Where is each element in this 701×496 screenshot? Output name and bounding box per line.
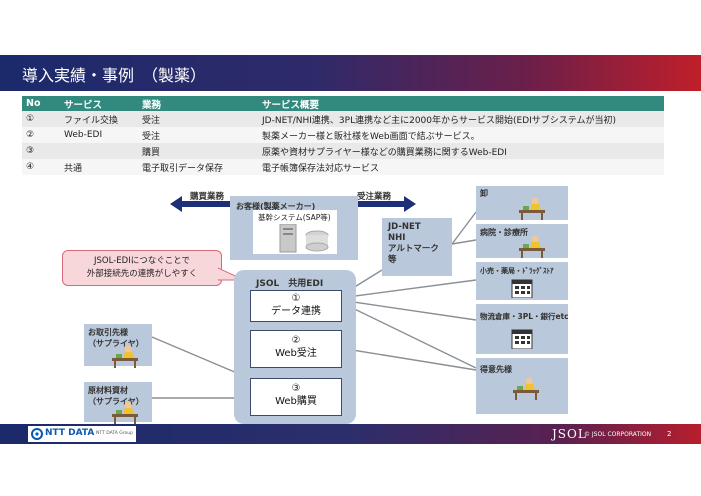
- cell: ②: [22, 127, 60, 143]
- server-icon: [279, 224, 329, 253]
- warehouse-building-icon: [511, 329, 533, 349]
- cell: 電子取引データ保存: [138, 159, 258, 175]
- table-row: ① ファイル交換 受注 JD-NET/NHI連携、3PL連携など主に2000年か…: [22, 111, 664, 127]
- person-at-desk-icon: [519, 197, 545, 220]
- title-bar: [0, 55, 701, 91]
- core-system-label: 基幹システム(SAP等): [258, 213, 331, 222]
- module-number: ②: [291, 335, 301, 346]
- module-label: Web受注: [275, 348, 317, 359]
- cell: 購買: [138, 143, 258, 159]
- cell: JD-NET/NHI連携、3PL連携など主に2000年からサービス開始(EDIサ…: [258, 111, 664, 127]
- store-building-icon: [511, 279, 533, 298]
- col-no: No: [22, 96, 60, 111]
- module-label: Web購買: [275, 396, 317, 407]
- cell: 製薬メーカー様と販社様をWeb画面で結ぶサービス。: [258, 127, 664, 143]
- order-arrow-icon: [358, 196, 416, 212]
- dest-label-retail: 小売・薬局・ﾄﾞﾗｯｸﾞｽﾄｱ: [480, 267, 554, 275]
- cell: Web-EDI: [60, 127, 138, 143]
- ntt-logo-panel: [28, 426, 136, 442]
- web-order-module: ② Web受注: [250, 330, 342, 368]
- footer-bar: [0, 424, 701, 444]
- module-number: ③: [291, 383, 301, 394]
- cell: ①: [22, 111, 60, 127]
- cell: ③: [22, 143, 60, 159]
- cell: [60, 143, 138, 159]
- order-business-label: 受注業務: [357, 192, 392, 202]
- cell: 受注: [138, 111, 258, 127]
- data-link-module: ① データ連携: [250, 290, 342, 322]
- module-number: ①: [291, 293, 301, 304]
- dest-label-hospital: 病院・診療所: [480, 228, 528, 237]
- purchase-business-label: 購買業務: [190, 192, 225, 202]
- cell: 受注: [138, 127, 258, 143]
- col-summary: サービス概要: [258, 96, 664, 111]
- ntt-group-label: NTT DATA Group: [96, 431, 133, 436]
- table-row: ② Web-EDI 受注 製薬メーカー様と販社様をWeb画面で結ぶサービス。: [22, 127, 664, 143]
- col-business: 業務: [138, 96, 258, 111]
- ntt-data-logo: NTT DATA: [45, 428, 95, 438]
- purchase-arrow-icon: [170, 196, 230, 212]
- callout-note: JSOL-EDIにつなぐことで 外部接続先の連携がしやすく: [62, 250, 222, 286]
- person-at-desk-icon: [519, 235, 545, 258]
- page-number: 2: [667, 430, 672, 438]
- cell: 共通: [60, 159, 138, 175]
- dest-label-logistics: 物流倉庫・3PL・銀行etc: [480, 312, 569, 321]
- jdnet-box: [382, 218, 452, 276]
- jdnet-label: JD-NET NHI アルトマーク 等: [388, 222, 439, 265]
- table-row: ④ 共通 電子取引データ保存 電子帳簿保存法対応サービス: [22, 159, 664, 175]
- jsol-brand: JSOL: [552, 427, 587, 441]
- service-table: No サービス 業務 サービス概要 ① ファイル交換 受注 JD-NET/NHI…: [22, 96, 664, 175]
- copyright: © JSOL CORPORATION: [584, 431, 652, 438]
- table-row: ③ 購買 原薬や資材サプライヤー様などの購買業務に関するWeb-EDI: [22, 143, 664, 159]
- table-header-row: No サービス 業務 サービス概要: [22, 96, 664, 111]
- cell: 電子帳簿保存法対応サービス: [258, 159, 664, 175]
- person-at-desk-icon: [112, 401, 138, 424]
- dest-label-wholesale: 卸: [480, 189, 488, 198]
- person-at-desk-icon: [513, 377, 539, 400]
- customer-title: お客様(製薬メーカー): [236, 202, 316, 211]
- slide-title: 導入実績・事例 （製薬）: [22, 66, 207, 85]
- supplier-label-1: お取引先様 （サプライヤ）: [88, 328, 144, 348]
- dest-label-customers: 得意先様: [480, 365, 512, 374]
- cell: 原薬や資材サプライヤー様などの購買業務に関するWeb-EDI: [258, 143, 664, 159]
- cell: ④: [22, 159, 60, 175]
- col-service: サービス: [60, 96, 138, 111]
- person-at-desk-icon: [112, 345, 138, 368]
- module-label: データ連携: [271, 306, 321, 317]
- supplier-label-2: 原材料資材 （サプライヤ）: [88, 386, 144, 406]
- cell: ファイル交換: [60, 111, 138, 127]
- jsol-edi-title: JSOL 共用EDI: [256, 279, 324, 289]
- web-purchase-module: ③ Web購買: [250, 378, 342, 416]
- ntt-logo-icon: [31, 428, 43, 440]
